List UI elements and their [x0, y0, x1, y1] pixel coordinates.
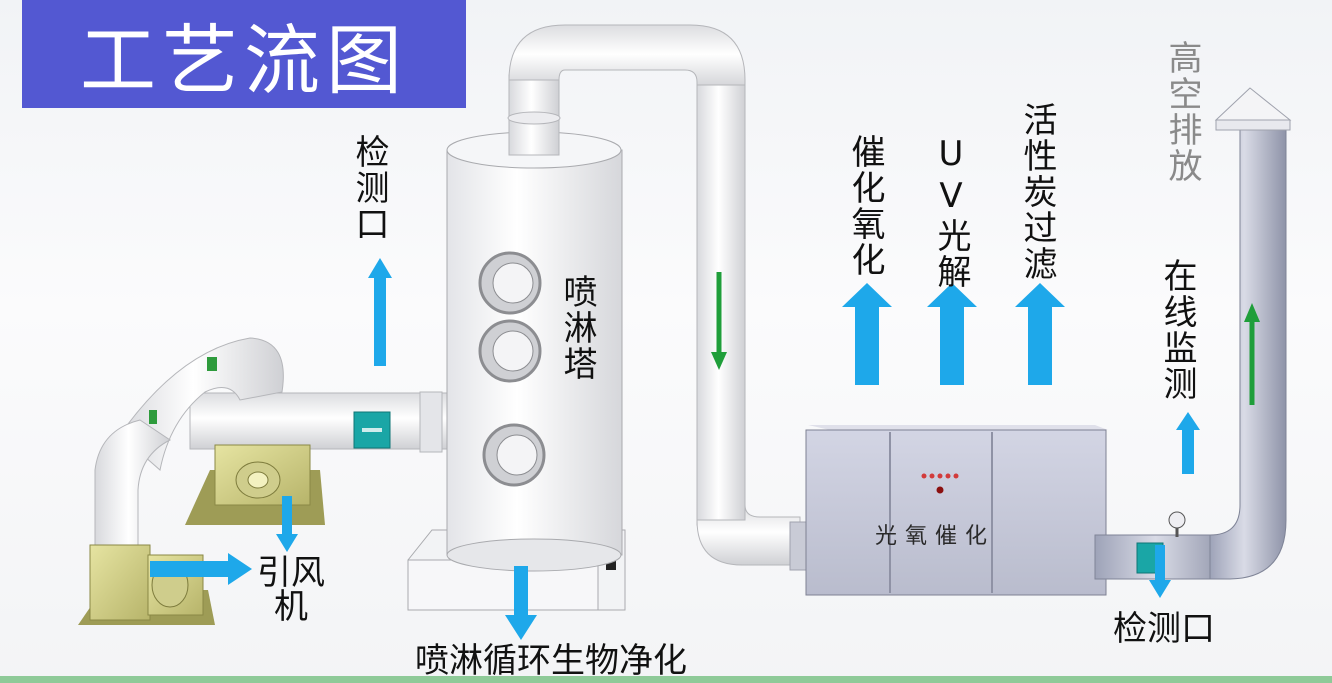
label-induced-fan: 引风机 [257, 553, 325, 627]
spray-tower [407, 131, 626, 611]
stack-cap [1214, 87, 1292, 121]
label-online-monitoring: 在线监测 [1157, 258, 1197, 402]
arrow-down-spray-bio [505, 566, 537, 640]
label-high-altitude-emission: 高空排放 [1162, 40, 1202, 184]
page-title: 工艺流图 [22, 0, 466, 108]
arrow-up-catalytic [842, 283, 892, 385]
tower-window-2 [478, 319, 542, 383]
label-catalytic-oxidation: 催化氧化 [845, 134, 885, 278]
arrow-up-inspection-port [368, 258, 392, 366]
arrow-right-fan-lower [150, 553, 252, 585]
label-spray-tower: 喷淋塔 [557, 274, 597, 382]
label-uv-photolysis: UV光解 [931, 134, 971, 290]
top-pipe [507, 24, 811, 571]
label-inspection-port-bottom: 检测口 [1113, 609, 1215, 649]
arrow-up-monitoring [1176, 412, 1200, 474]
unit-plate-label: 光氧催化 [875, 524, 996, 549]
treatment-unit [805, 425, 1108, 596]
label-inspection-port-top: 检测口 [349, 134, 389, 242]
tower-window-3 [482, 423, 546, 487]
ground-line [0, 676, 1332, 683]
label-spray-bio-purification: 喷淋循环生物净化 [415, 641, 687, 681]
arrow-down-fan-upper [276, 496, 298, 552]
label-activated-carbon: 活性炭过滤 [1017, 102, 1057, 282]
fan-upper [185, 444, 325, 525]
arrow-up-carbon [1015, 283, 1065, 385]
fan-lower [78, 544, 215, 625]
flow-arrows [150, 258, 1200, 640]
left-duct [94, 337, 453, 561]
tower-window-1 [478, 251, 542, 315]
arrow-down-inspection-port [1149, 545, 1171, 598]
arrow-up-uv [927, 283, 977, 385]
